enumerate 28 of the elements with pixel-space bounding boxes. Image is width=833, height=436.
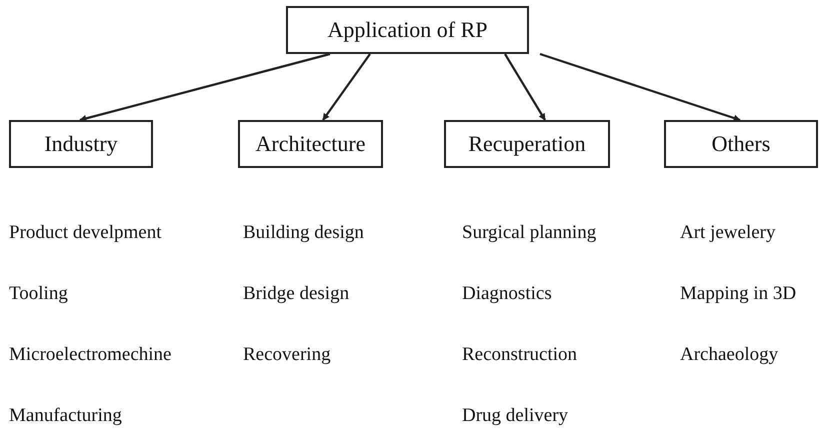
list-item: Manufacturing [9, 405, 122, 427]
list-item: Tooling [9, 283, 68, 305]
root-box [286, 6, 529, 54]
list-item: Recovering [243, 344, 331, 366]
list-item: Microelectromechine [9, 344, 172, 366]
category-box [238, 120, 383, 168]
arrow [540, 52, 741, 122]
category-box [444, 120, 610, 168]
box-label: Application of RP [327, 17, 488, 43]
list-item: Archaeology [680, 344, 778, 366]
list-item: Reconstruction [462, 344, 578, 366]
list-item: Building design [243, 222, 364, 244]
arrow [504, 53, 546, 121]
list-item: Diagnostics [462, 283, 552, 305]
category-box [664, 120, 818, 168]
list-item: Art jewelery [680, 222, 776, 244]
box-label: Others [712, 131, 770, 157]
arrow [79, 52, 330, 122]
category-box [9, 120, 153, 168]
box-label: Recuperation [468, 131, 586, 157]
arrow [322, 53, 371, 121]
list-item: Product develpment [9, 222, 162, 244]
list-item: Mapping in 3D [680, 283, 796, 305]
box-label: Architecture [256, 131, 366, 157]
box-label: Industry [44, 131, 118, 157]
list-item: Surgical planning [462, 222, 596, 244]
list-item: Drug delivery [462, 405, 568, 427]
list-item: Bridge design [243, 283, 350, 305]
